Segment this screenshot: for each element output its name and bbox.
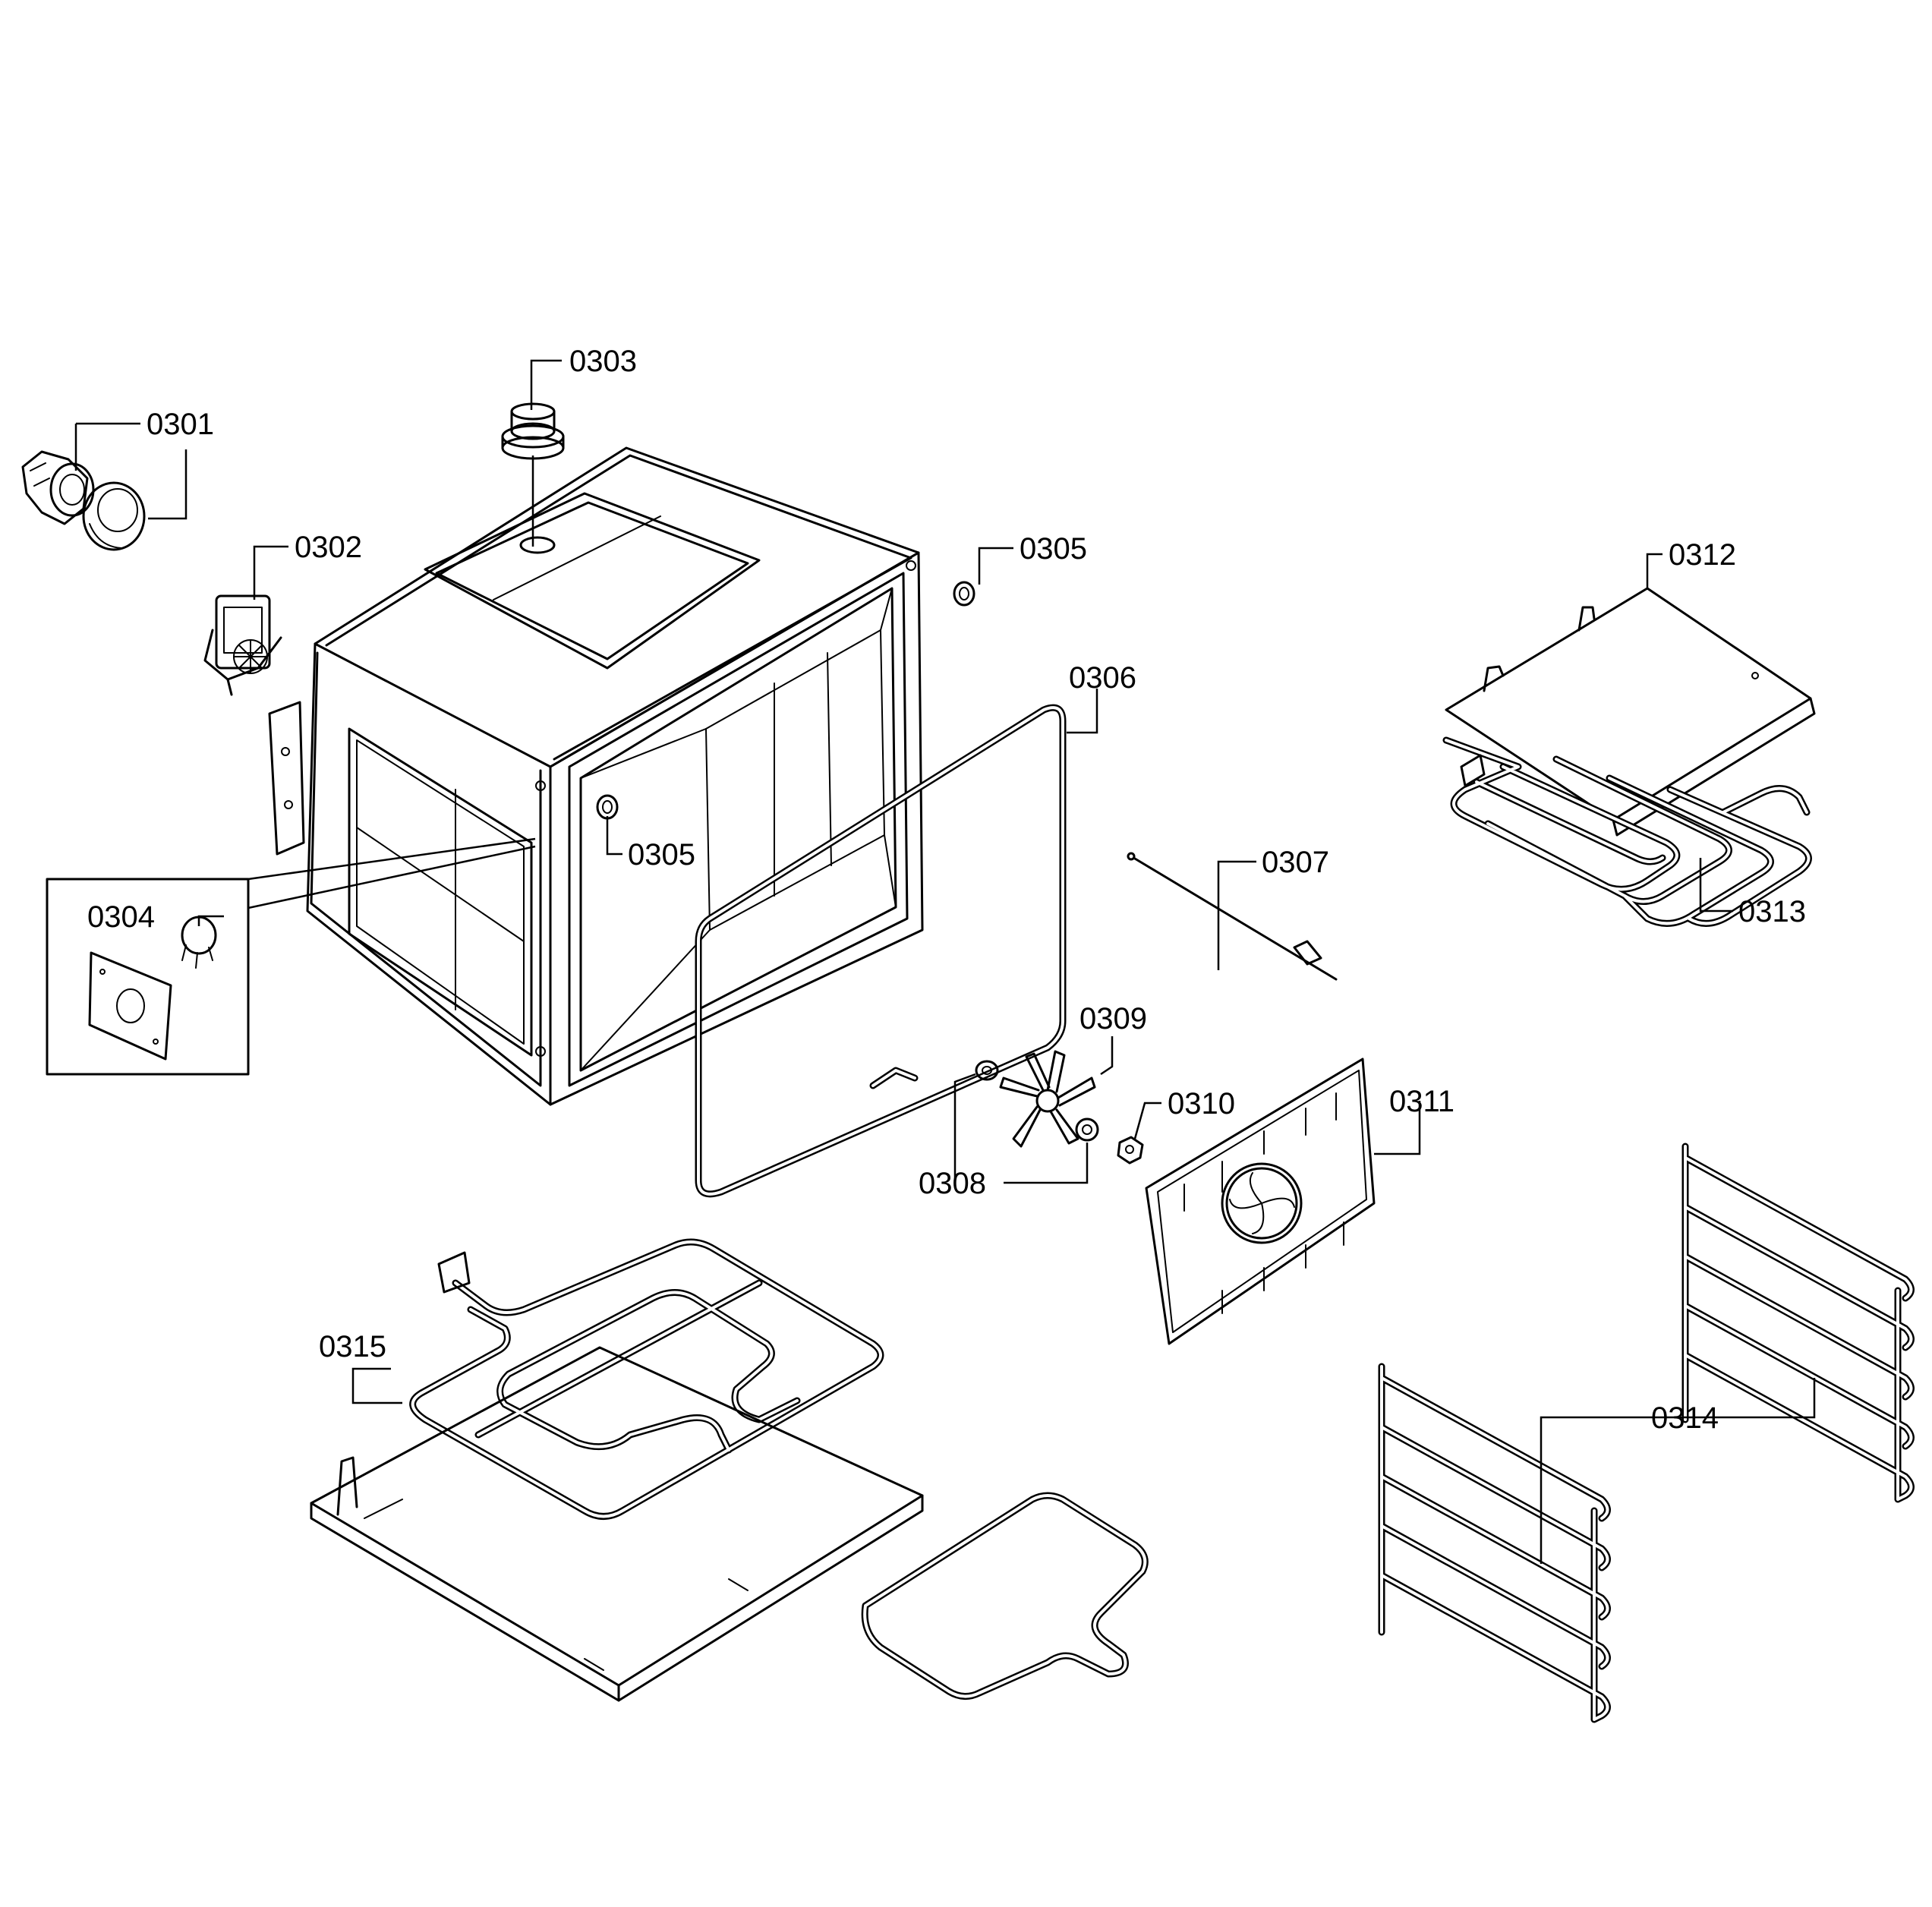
part-0301-oven-lamp[interactable] — [21, 450, 146, 551]
label-0315: 0315 — [319, 1330, 386, 1363]
part-0309-fan-blade[interactable] — [999, 1050, 1096, 1148]
label-0303: 0303 — [569, 345, 637, 378]
part-0312-top-heater-cover[interactable] — [1445, 587, 1816, 837]
part-0314-rack-support-left[interactable] — [1378, 1363, 1611, 1723]
part-0307-temperature-probe[interactable] — [1127, 852, 1338, 981]
bottom-heater-gasket — [861, 1492, 1149, 1700]
label-0312: 0312 — [1669, 538, 1736, 572]
label-0302: 0302 — [295, 531, 362, 564]
label-0313: 0313 — [1738, 895, 1806, 928]
label-0310: 0310 — [1168, 1087, 1235, 1121]
part-0306-door-gasket[interactable] — [695, 704, 1067, 1198]
part-0310-nut[interactable] — [1117, 1136, 1144, 1165]
part-0302-convection-motor[interactable] — [203, 594, 282, 696]
label-0308: 0308 — [919, 1167, 986, 1200]
part-0305-grommet-upper[interactable] — [953, 581, 975, 607]
label-0305-lower: 0305 — [628, 838, 695, 872]
part-0305-grommet-lower[interactable] — [596, 794, 619, 820]
part-0304-lamp-cover-inset[interactable] — [46, 837, 536, 1076]
part-0313-grill-element[interactable] — [1442, 736, 1812, 927]
oven-cavity — [268, 446, 924, 1106]
label-0314: 0314 — [1651, 1401, 1719, 1435]
part-0308-nut[interactable] — [1075, 1117, 1099, 1142]
part-0315-bake-element[interactable] — [409, 1238, 884, 1520]
part-0308-washer[interactable] — [975, 1060, 999, 1081]
part-0311-rear-fan-cover[interactable] — [1145, 1058, 1376, 1345]
label-0311: 0311 — [1389, 1085, 1455, 1118]
part-0303-top-grommet[interactable] — [501, 402, 565, 460]
part-labels: 0301 0302 0303 0304 0305 0305 0306 0307 … — [87, 345, 1806, 1435]
bottom-panel — [310, 1346, 924, 1702]
label-0301: 0301 — [147, 408, 214, 441]
label-0307: 0307 — [1262, 846, 1329, 879]
leader-lines — [74, 359, 1816, 1564]
label-0305-upper: 0305 — [1020, 532, 1087, 566]
part-0314-rack-support-right[interactable] — [1681, 1143, 1915, 1503]
label-0304: 0304 — [87, 900, 155, 934]
label-0306: 0306 — [1069, 661, 1136, 695]
label-0309: 0309 — [1079, 1002, 1147, 1035]
